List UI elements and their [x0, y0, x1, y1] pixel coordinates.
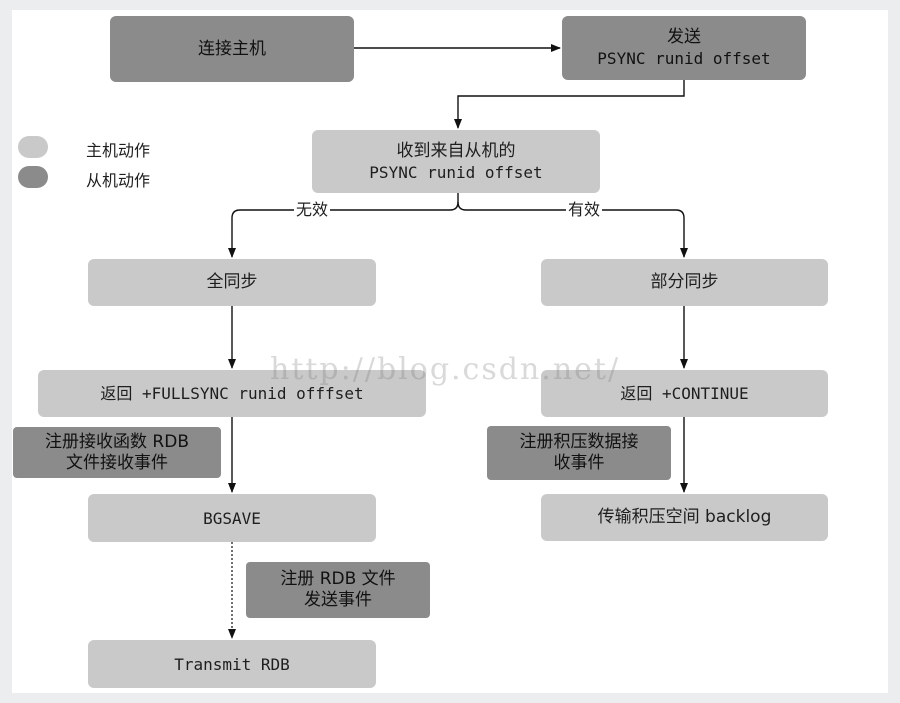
legend-master-label: 主机动作	[86, 141, 151, 160]
node-connect-master: 连接主机	[110, 16, 354, 82]
watermark-text: http://blog.csdn.net/	[270, 352, 621, 387]
node-return-continue-text: 返回 +CONTINUE	[620, 384, 749, 403]
edge-label-valid: 有效	[566, 200, 603, 219]
node-receive-psync-line1: 收到来自从机的	[396, 140, 516, 161]
node-transmit-rdb: Transmit RDB	[88, 640, 376, 688]
node-send-psync-line1: 发送	[667, 27, 701, 47]
node-return-fullsync-text: 返回 +FULLSYNC runid offfset	[100, 384, 364, 403]
node-register-rdb-receive: 注册接收函数 RDB 文件接收事件	[13, 427, 221, 478]
node-partial-sync-text: 部分同步	[650, 272, 719, 292]
node-full-sync: 全同步	[88, 259, 376, 306]
node-register-backlog-receive-line1: 注册积压数据接	[519, 432, 639, 452]
node-transmit-rdb-text: Transmit RDB	[174, 654, 290, 674]
node-return-continue: 返回 +CONTINUE	[541, 370, 828, 417]
node-register-rdb-send-line2: 发送事件	[304, 590, 372, 610]
node-transfer-backlog: 传输积压空间 backlog	[541, 494, 828, 541]
node-send-psync: 发送 PSYNC runid offset	[562, 16, 806, 80]
legend-slave-swatch	[18, 166, 48, 188]
diagram-canvas	[12, 10, 888, 693]
node-register-rdb-send-line1: 注册 RDB 文件	[280, 569, 396, 589]
node-partial-sync: 部分同步	[541, 259, 828, 306]
node-connect-master-text: 连接主机	[198, 38, 266, 59]
node-full-sync-text: 全同步	[206, 272, 258, 292]
node-register-rdb-receive-line1: 注册接收函数 RDB	[45, 431, 189, 452]
legend-master-swatch	[18, 136, 48, 158]
node-return-fullsync: 返回 +FULLSYNC runid offfset	[38, 370, 426, 417]
node-receive-psync: 收到来自从机的 PSYNC runid offset	[312, 130, 600, 193]
node-register-backlog-receive: 注册积压数据接 收事件	[487, 426, 671, 480]
node-register-rdb-send: 注册 RDB 文件 发送事件	[246, 562, 430, 618]
edge-label-invalid: 无效	[294, 200, 331, 219]
node-bgsave-text: BGSAVE	[203, 508, 261, 528]
node-bgsave: BGSAVE	[88, 494, 376, 542]
node-register-rdb-receive-line2: 文件接收事件	[66, 452, 168, 473]
node-send-psync-line2: PSYNC runid offset	[597, 49, 771, 68]
node-transfer-backlog-text: 传输积压空间 backlog	[597, 507, 772, 527]
node-register-backlog-receive-line2: 收事件	[553, 453, 605, 473]
legend-slave-label: 从机动作	[86, 171, 151, 190]
node-receive-psync-line2: PSYNC runid offset	[369, 162, 543, 182]
